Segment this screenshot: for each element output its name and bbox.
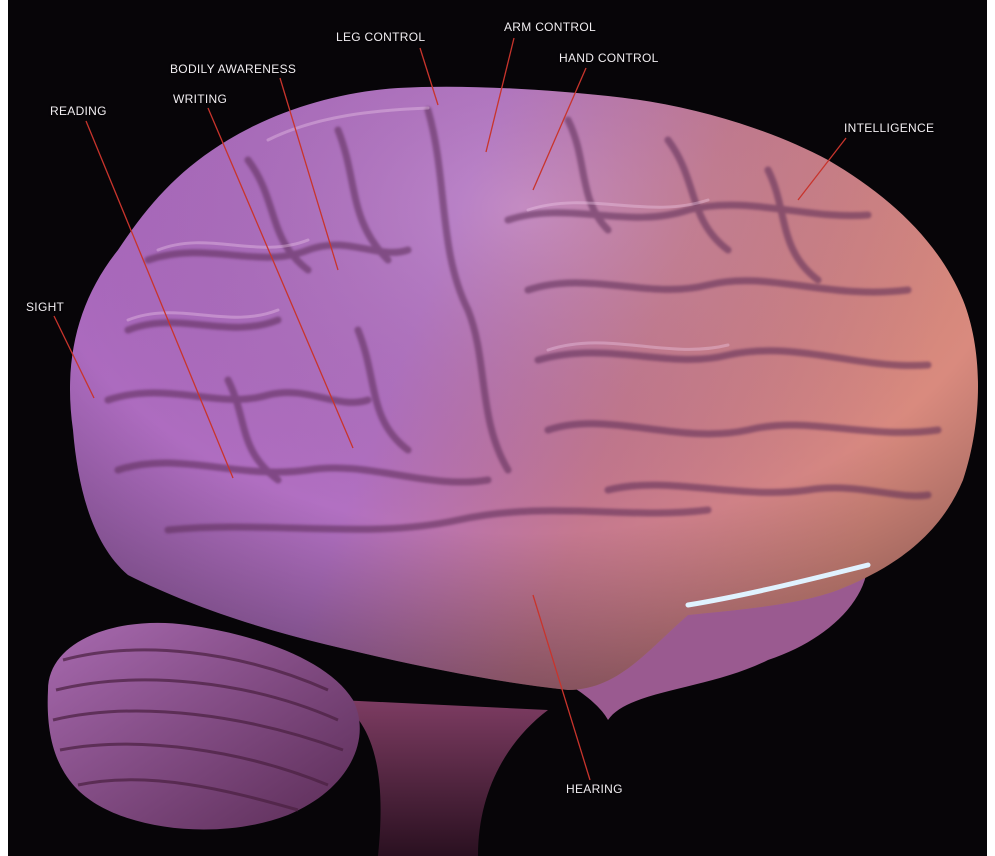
brain-illustration: LEG CONTROL ARM CONTROL HAND CONTROL BOD…: [8, 0, 987, 856]
brain-drawing: [8, 0, 987, 856]
label-reading: READING: [50, 104, 107, 118]
label-hearing: HEARING: [566, 782, 623, 796]
label-bodily-awareness: BODILY AWARENESS: [170, 62, 296, 76]
label-hand-control: HAND CONTROL: [559, 51, 659, 65]
label-sight: SIGHT: [26, 300, 64, 314]
label-arm-control: ARM CONTROL: [504, 20, 596, 34]
label-writing: WRITING: [173, 92, 227, 106]
label-leg-control: LEG CONTROL: [336, 30, 425, 44]
brain-stem: [338, 700, 548, 856]
label-intelligence: INTELLIGENCE: [844, 121, 934, 135]
